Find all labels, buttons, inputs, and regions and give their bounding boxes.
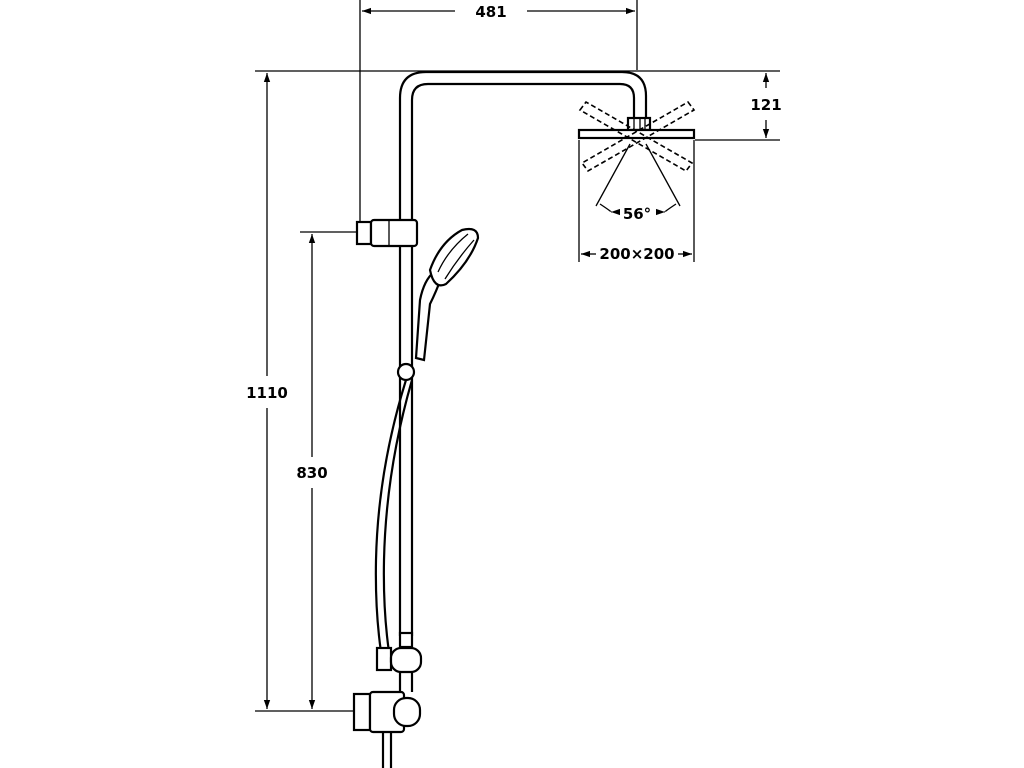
holder-body: [369, 218, 419, 248]
head-connector-nut: [626, 116, 652, 132]
lower-clamp-top: [398, 631, 414, 649]
hand-shower: [414, 227, 480, 362]
head-drop-label: 121: [750, 96, 781, 114]
diverter-knob: [392, 696, 422, 728]
head-size-label: 200×200: [599, 245, 674, 263]
spray-arc-left: [599, 203, 621, 216]
hose-inner: [382, 379, 414, 653]
dimension-holder-height: 830: [296, 231, 360, 709]
tilt-outline-left: [578, 100, 694, 173]
overhead-shower-head: 56° 200×200: [577, 100, 696, 263]
dimension-total-height: 1110: [246, 70, 780, 712]
shower-arm: [398, 70, 648, 225]
lower-clamp-left: [375, 646, 393, 672]
head-tilt-range: [578, 100, 696, 173]
spray-arc-right: [655, 203, 677, 216]
dimension-arm-reach: 481: [359, 0, 638, 232]
spray-angle: 56°: [595, 143, 681, 223]
spray-line-left: [595, 143, 631, 207]
rail-middle-joint: [396, 362, 416, 382]
mixer-wall-plate: [352, 692, 372, 732]
arm-reach-label: 481: [475, 3, 506, 21]
arm-outer-contour: [398, 70, 648, 225]
riser-rail: [398, 245, 414, 636]
holder-height-label: 830: [296, 464, 327, 482]
hose-outer: [374, 379, 408, 653]
spray-angle-label: 56°: [623, 205, 651, 223]
spray-line-right: [645, 143, 681, 207]
sliding-holder: [355, 218, 419, 248]
diverter-mixer: [352, 690, 422, 768]
lower-clamp: [375, 631, 423, 692]
hand-shower-head: [428, 227, 480, 287]
middle-joint-knob: [396, 362, 416, 382]
dimension-head-size: 200×200: [578, 140, 695, 263]
arm-inner-contour: [410, 82, 636, 225]
total-height-label: 1110: [246, 384, 288, 402]
tilt-outline-right: [580, 100, 696, 173]
dimension-head-drop: 121: [695, 73, 782, 141]
lower-clamp-knob: [389, 646, 423, 674]
holder-clamp: [355, 220, 373, 246]
shower-hose: [374, 379, 414, 653]
